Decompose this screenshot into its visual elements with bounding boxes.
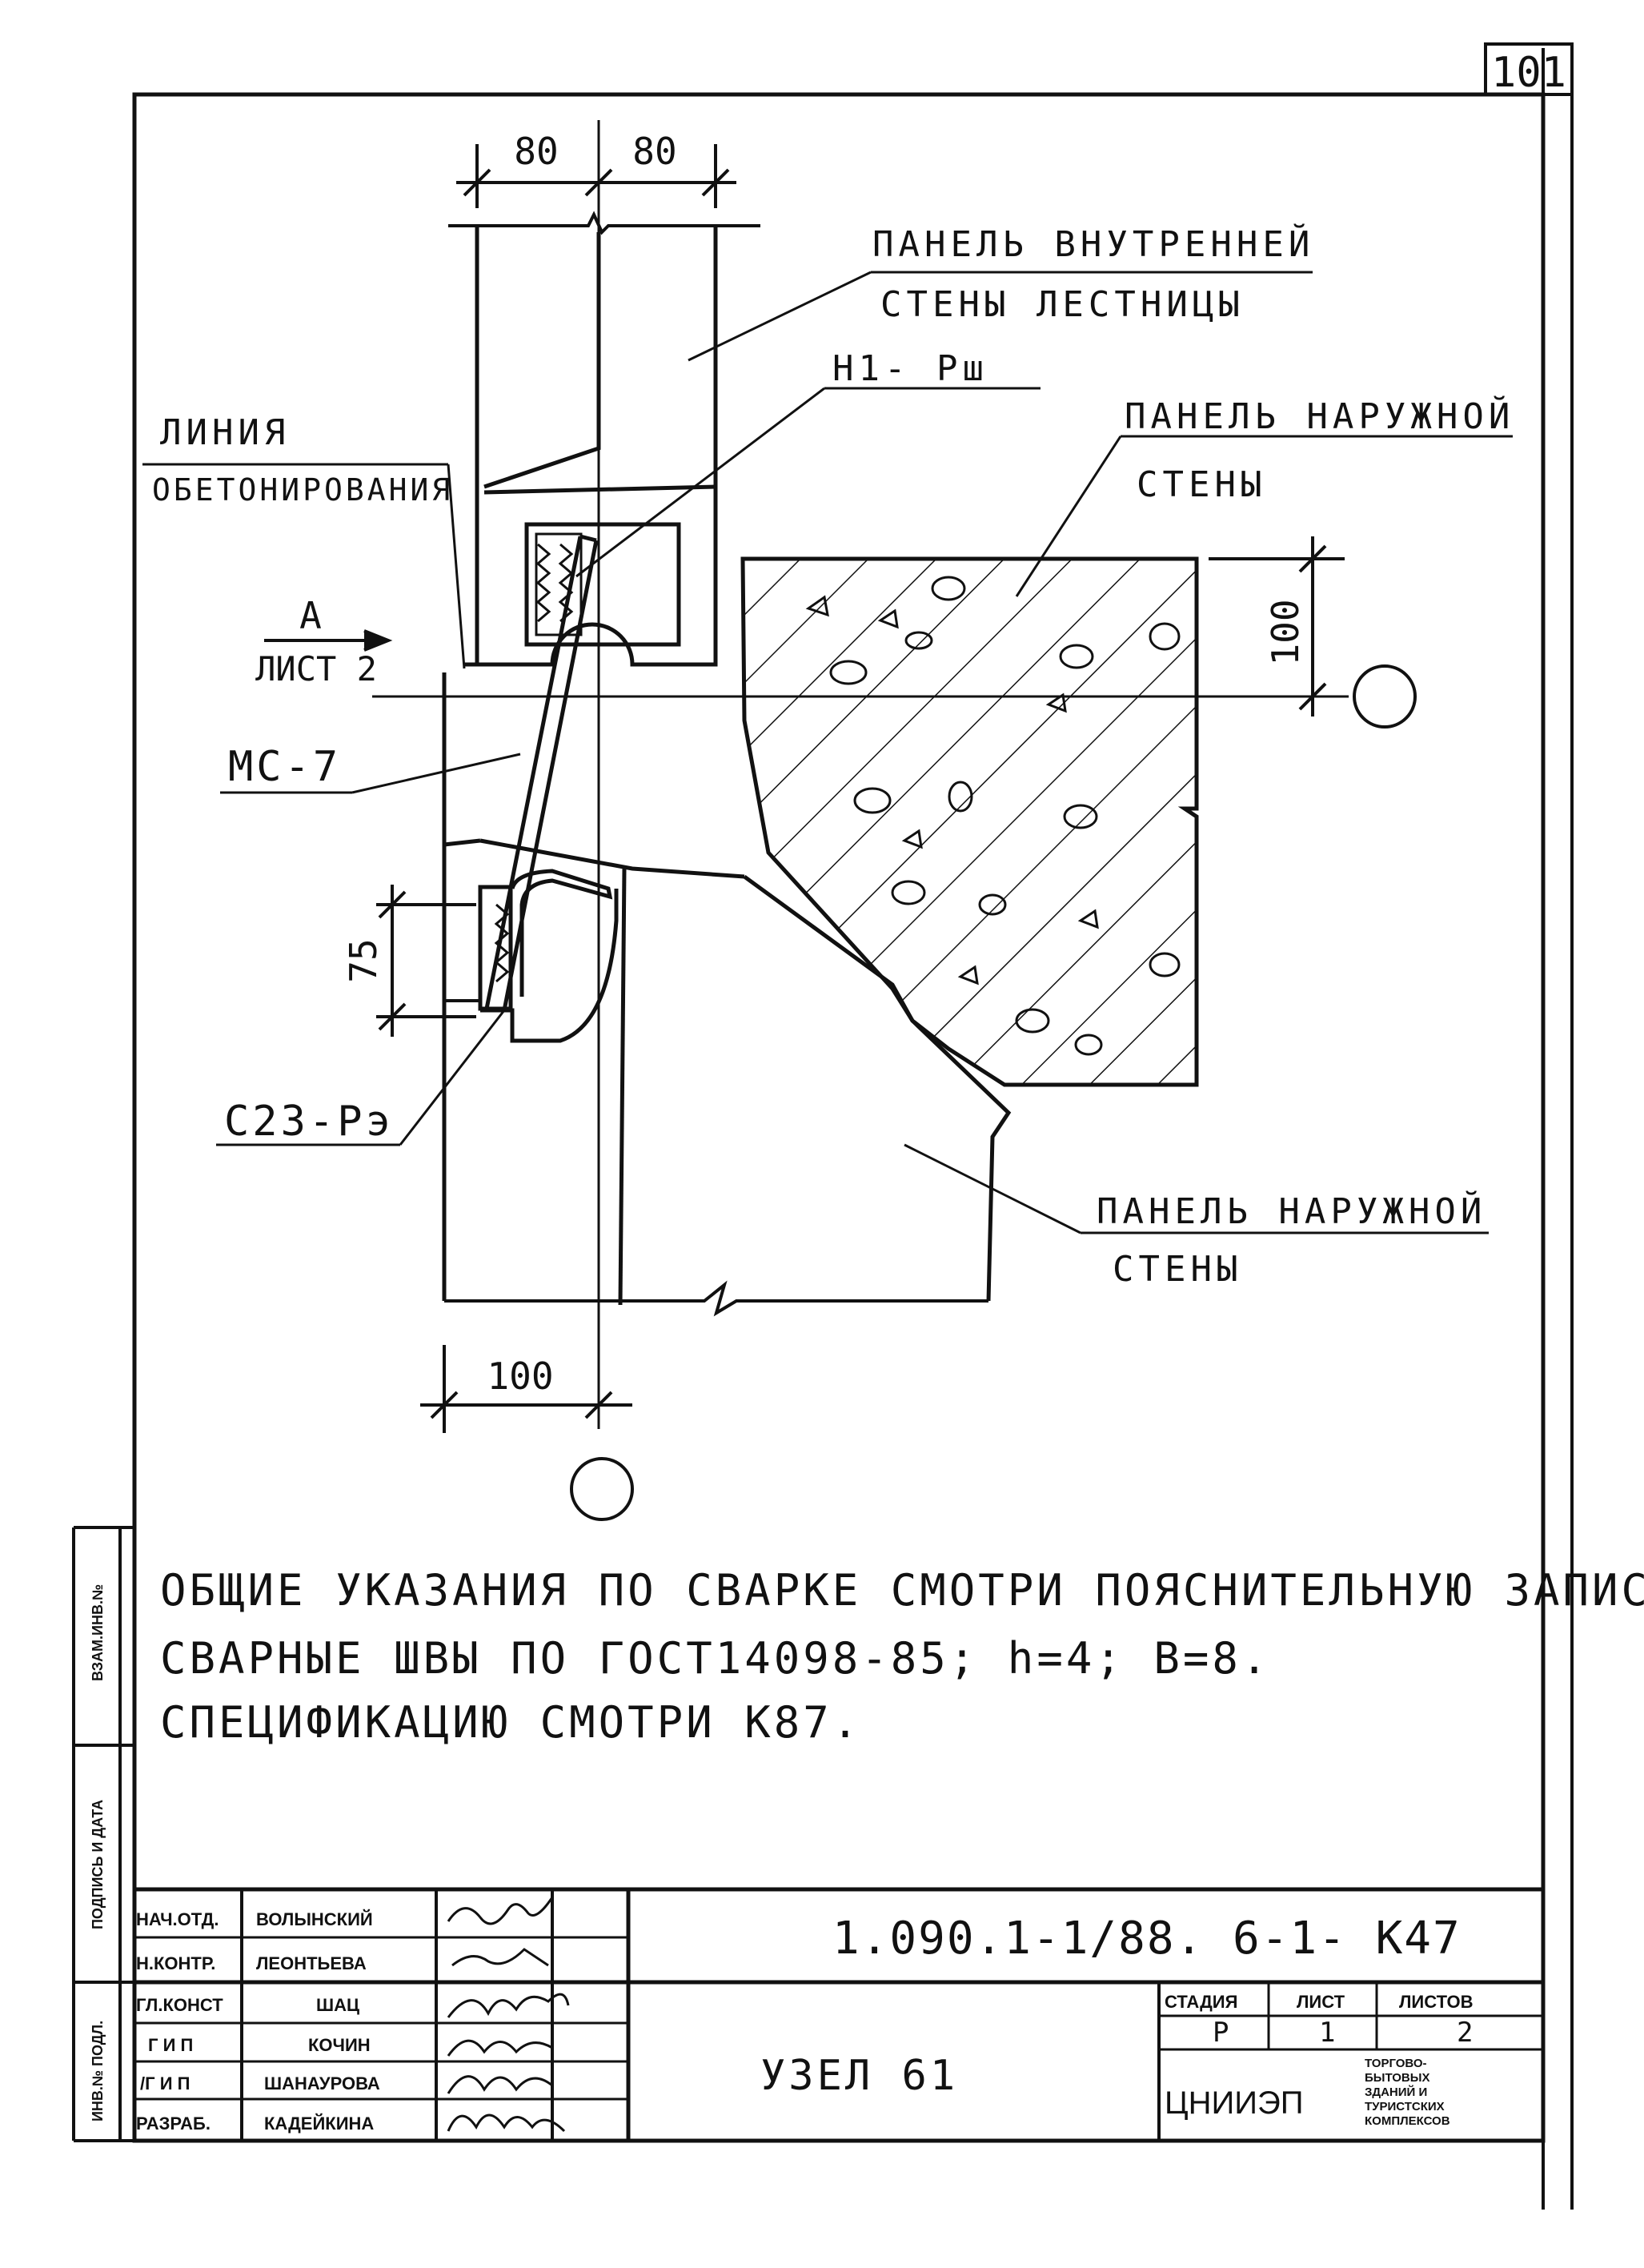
title-block-roles: НАЧ.ОТД. ВОЛЫНСКИЙ Н.КОНТР. ЛЕОНТЬЕВА ГЛ… <box>136 1909 380 2134</box>
name-chief-designer: ШАЦ <box>316 1995 359 2015</box>
note-specification: СПЕЦИФИКАЦИЮ СМОТРИ К87. <box>160 1697 861 1748</box>
organization-subtitle-2: БЫТОВЫХ <box>1365 2071 1429 2085</box>
role-chief-designer: ГЛ.КОНСТ <box>136 1995 223 2015</box>
name-deputy-chief-engineer: ШАНАУРОВА <box>264 2073 380 2093</box>
note-welding: ОБЩИЕ УКАЗАНИЯ ПО СВАРКЕ СМОТРИ ПОЯСНИТЕ… <box>160 1565 1644 1616</box>
side-stamp-original: ИНВ.№ ПОДЛ. <box>90 2021 106 2121</box>
organization-subtitle-1: ТОРГОВО- <box>1365 2057 1427 2070</box>
leader-lines <box>142 271 1513 1234</box>
label-embedded-part: Н1- Рш <box>832 348 988 389</box>
label-concrete-line1: ЛИНИЯ <box>160 412 290 453</box>
name-norm-control: ЛЕОНТЬЕВА <box>256 1953 367 1973</box>
label-embedded-part-lower: С23-Рэ <box>224 1098 394 1146</box>
sheets-header: ЛИСТОВ <box>1399 1992 1473 2012</box>
drawing-title: УЗЕЛ 61 <box>760 2052 958 2100</box>
dim-top-right: 80 <box>632 130 676 173</box>
sheet-frame <box>132 42 1574 2210</box>
role-chief-engineer: Г И П <box>148 2035 193 2055</box>
label-outer-panel-bottom-line1: ПАНЕЛЬ НАРУЖНОЙ <box>1097 1190 1486 1232</box>
label-outer-panel-top-line2: СТЕНЫ <box>1137 464 1266 505</box>
stage-value: Р <box>1213 2017 1229 2049</box>
section-sheet-ref: ЛИСТ 2 <box>255 649 377 688</box>
dim-bottom: 100 <box>487 1355 553 1398</box>
section-letter: А <box>299 594 322 637</box>
label-connector: МС-7 <box>228 743 341 791</box>
label-outer-panel-bottom-line2: СТЕНЫ <box>1113 1249 1242 1290</box>
signatures <box>447 1897 570 2133</box>
role-deputy-chief-engineer: /Г И П <box>140 2073 190 2093</box>
outer-wall-panel-section <box>740 556 1199 1087</box>
sheet-header: ЛИСТ <box>1297 1992 1345 2012</box>
dim-left-vertical: 75 <box>342 938 385 982</box>
role-developer: РАЗРАБ. <box>136 2113 211 2134</box>
name-chief-engineer: КОЧИН <box>308 2035 371 2055</box>
name-developer: КАДЕЙКИНА <box>264 2113 374 2134</box>
dim-top-left: 80 <box>514 130 558 173</box>
sheet-value: 1 <box>1319 2017 1335 2049</box>
axis-marker-right <box>1353 664 1417 729</box>
organization-name: ЦНИИЭП <box>1165 2085 1303 2121</box>
section-marker <box>264 629 393 652</box>
label-concrete-line2: ОБЕТОНИРОВАНИЯ <box>152 472 453 508</box>
label-outer-panel-top-line1: ПАНЕЛЬ НАРУЖНОЙ <box>1125 395 1514 437</box>
connector-ms7 <box>484 534 599 1011</box>
dimension-lines <box>376 144 1345 1433</box>
side-stamp-signature: ПОДПИСЬ И ДАТА <box>90 1800 106 1929</box>
label-inner-panel-line1: ПАНЕЛЬ ВНУТРЕННЕЙ <box>872 223 1314 265</box>
dim-right-vertical: 100 <box>1264 599 1307 665</box>
organization-subtitle-5: КОМПЛЕКСОВ <box>1365 2114 1450 2128</box>
note-welds-standard: СВАРНЫЕ ШВЫ ПО ГОСТ14098-85; h=4; B=8. <box>160 1633 1270 1684</box>
lower-outer-wall-panel <box>442 672 1012 1317</box>
sheets-value: 2 <box>1457 2017 1473 2049</box>
page-number: 101 <box>1491 49 1566 97</box>
stage-header: СТАДИЯ <box>1165 1992 1237 2012</box>
document-code: 1.090.1-1/88. 6-1- К47 <box>832 1913 1462 1965</box>
role-head-department: НАЧ.ОТД. <box>136 1909 219 1929</box>
side-stamp-replacement: ВЗАМ.ИНВ.№ <box>90 1584 106 1681</box>
axis-lines <box>372 120 1349 1429</box>
side-stamp <box>72 1526 134 2142</box>
role-norm-control: Н.КОНТР. <box>136 1953 215 1973</box>
embedded-part-c23-re <box>478 869 619 1043</box>
title-block-grid <box>134 1887 1543 2141</box>
label-inner-panel-line2: СТЕНЫ ЛЕСТНИЦЫ <box>880 284 1245 325</box>
name-head-department: ВОЛЫНСКИЙ <box>256 1909 373 1929</box>
organization-subtitle-4: ТУРИСТСКИХ <box>1365 2100 1445 2113</box>
axis-marker-bottom <box>570 1457 634 1521</box>
organization-subtitle-3: ЗДАНИЙ И <box>1365 2085 1427 2099</box>
